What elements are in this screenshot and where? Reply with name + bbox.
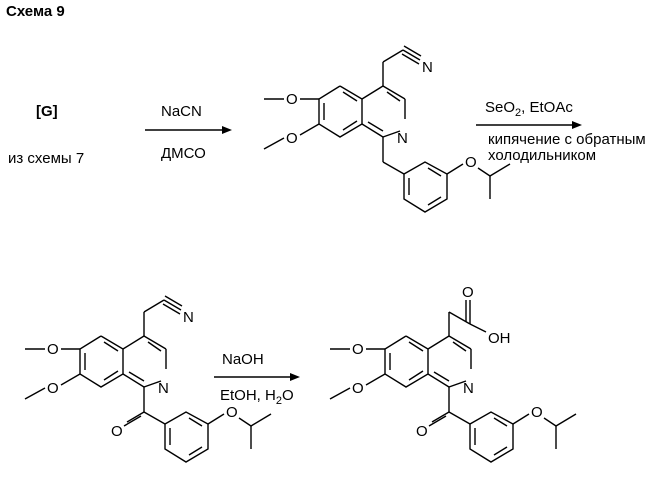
methoxy-oxygen-label: O [352,341,364,358]
methoxy-oxygen-label: O [286,91,298,108]
carbonyl-oxygen-label: O [462,284,474,301]
hydroxyl-label: OH [488,330,511,347]
ring-nitrogen-label: N [158,380,169,397]
molecule-nitrile-intermediate: N N O O O [264,46,510,212]
methoxy-oxygen-label: O [47,380,59,397]
ether-oxygen-label: O [531,404,543,421]
arrow-step2 [476,121,582,129]
ring-nitrogen-label: N [463,380,474,397]
arrow-step1 [145,126,232,134]
molecule-ketone-nitrile: N N O O O O [25,296,271,462]
ketone-oxygen-label: O [111,423,123,440]
arrow-step3 [214,373,300,381]
methoxy-oxygen-label: O [47,341,59,358]
ether-oxygen-label: O [226,404,238,421]
molecule-ketone-acid: N O OH O O O O [330,284,576,462]
methoxy-oxygen-label: O [352,380,364,397]
ring-nitrogen-label: N [397,130,408,147]
ether-oxygen-label: O [465,154,477,171]
nitrile-nitrogen-label: N [422,59,433,76]
nitrile-nitrogen-label: N [183,309,194,326]
methoxy-oxygen-label: O [286,130,298,147]
ketone-oxygen-label: O [416,423,428,440]
